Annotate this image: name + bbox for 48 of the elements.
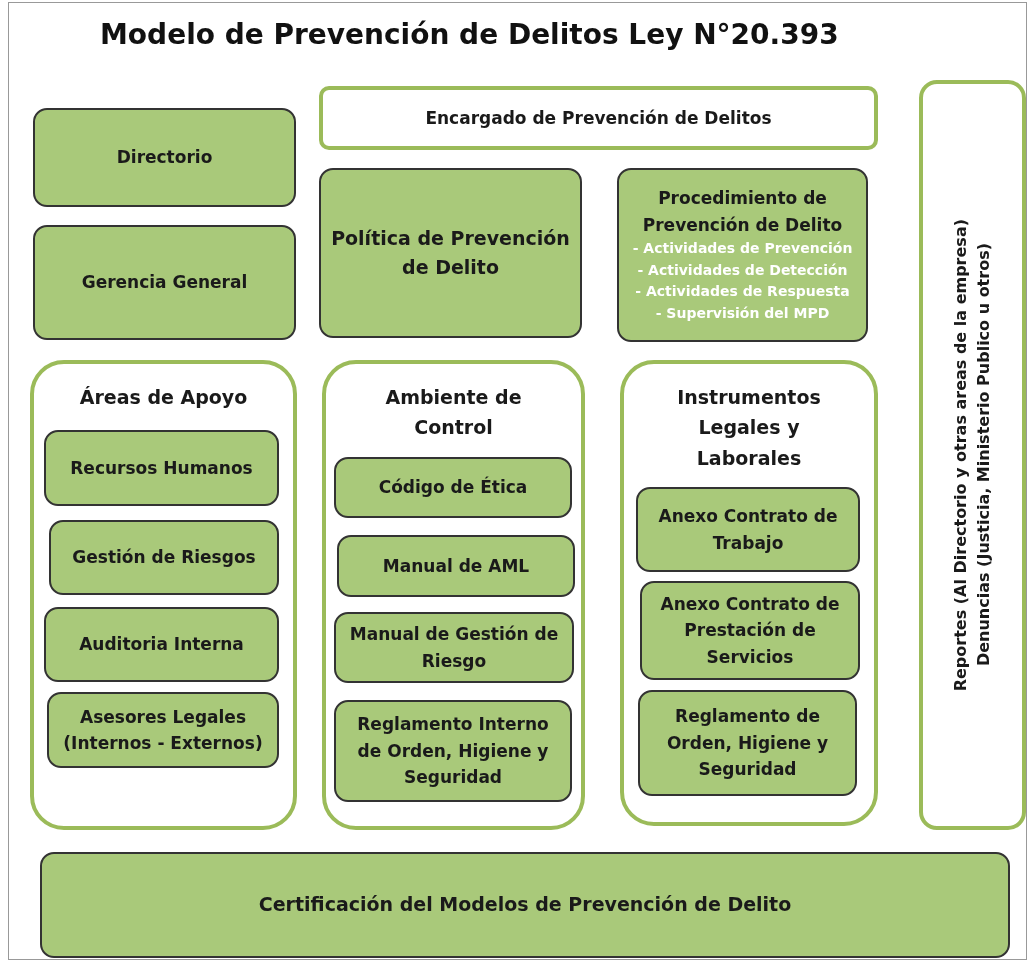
box-label: Manual de Gestión de Riesgo bbox=[348, 623, 560, 673]
box-label: Reglamento de Orden, Higiene y Seguridad bbox=[665, 705, 830, 782]
box-label: Gerencia General bbox=[81, 271, 248, 295]
box-text: - Actividades de Respuesta bbox=[635, 282, 850, 302]
box-text: - Actividades de Prevención bbox=[632, 238, 853, 258]
group-panel bbox=[620, 360, 878, 826]
process-box bbox=[640, 581, 860, 680]
role-box bbox=[319, 86, 878, 150]
process-box bbox=[49, 520, 279, 595]
box-label: Gestión de Riesgos bbox=[72, 546, 256, 570]
box-text: - Actividades de Detección bbox=[637, 260, 848, 280]
box-label: Auditoria Interna bbox=[79, 633, 244, 657]
process-box bbox=[47, 692, 279, 768]
process-box bbox=[33, 225, 296, 340]
box-label: Anexo Contrato de Trabajo bbox=[657, 505, 839, 555]
side-panel bbox=[919, 80, 1026, 830]
box-label: Asesores Legales (Internos - Externos) bbox=[62, 705, 264, 755]
box-label: Procedimiento de Prevención de Delito bbox=[641, 187, 844, 237]
box-label: Código de Ética bbox=[378, 475, 528, 500]
box-label: Certificación del Modelos de Prevención de Delito bbox=[258, 892, 792, 918]
process-box bbox=[33, 108, 296, 207]
group-heading: Instrumentos Legales y Laborales bbox=[676, 385, 822, 471]
diagram-title: Modelo de Prevención de Delitos Ley N°20.393 bbox=[100, 18, 839, 51]
process-box bbox=[334, 700, 572, 802]
group-panel bbox=[322, 360, 585, 830]
box-label: Política de Prevención de Delito bbox=[330, 225, 571, 280]
process-box bbox=[319, 168, 582, 338]
process-box bbox=[334, 457, 572, 518]
box-label: Manual de AML bbox=[382, 554, 530, 578]
process-box bbox=[638, 690, 857, 796]
box-text: Denuncias (Justicia, Ministerio Publico u otros) bbox=[972, 243, 994, 667]
group-heading: Áreas de Apoyo bbox=[78, 385, 249, 410]
box-text: - Supervisión del MPD bbox=[655, 304, 830, 324]
process-box bbox=[617, 168, 868, 342]
box-label: Encargado de Prevención de Delitos bbox=[425, 108, 772, 128]
group-panel bbox=[30, 360, 297, 830]
box-label: Reglamento Interno de Orden, Higiene y Seguridad bbox=[356, 713, 550, 790]
process-box bbox=[636, 487, 860, 572]
process-box bbox=[40, 852, 1010, 958]
process-box bbox=[334, 612, 574, 683]
process-box bbox=[44, 607, 279, 682]
box-label: Anexo Contrato de Prestación de Servicios bbox=[659, 593, 841, 669]
group-heading: Ambiente de Control bbox=[384, 385, 523, 441]
process-box bbox=[337, 535, 575, 597]
box-label: Recursos Humanos bbox=[70, 456, 253, 480]
process-box bbox=[44, 430, 279, 506]
box-label: Directorio bbox=[116, 146, 213, 170]
box-label: Reportes (Al Directorio y otras areas de la empresa) bbox=[950, 218, 972, 692]
